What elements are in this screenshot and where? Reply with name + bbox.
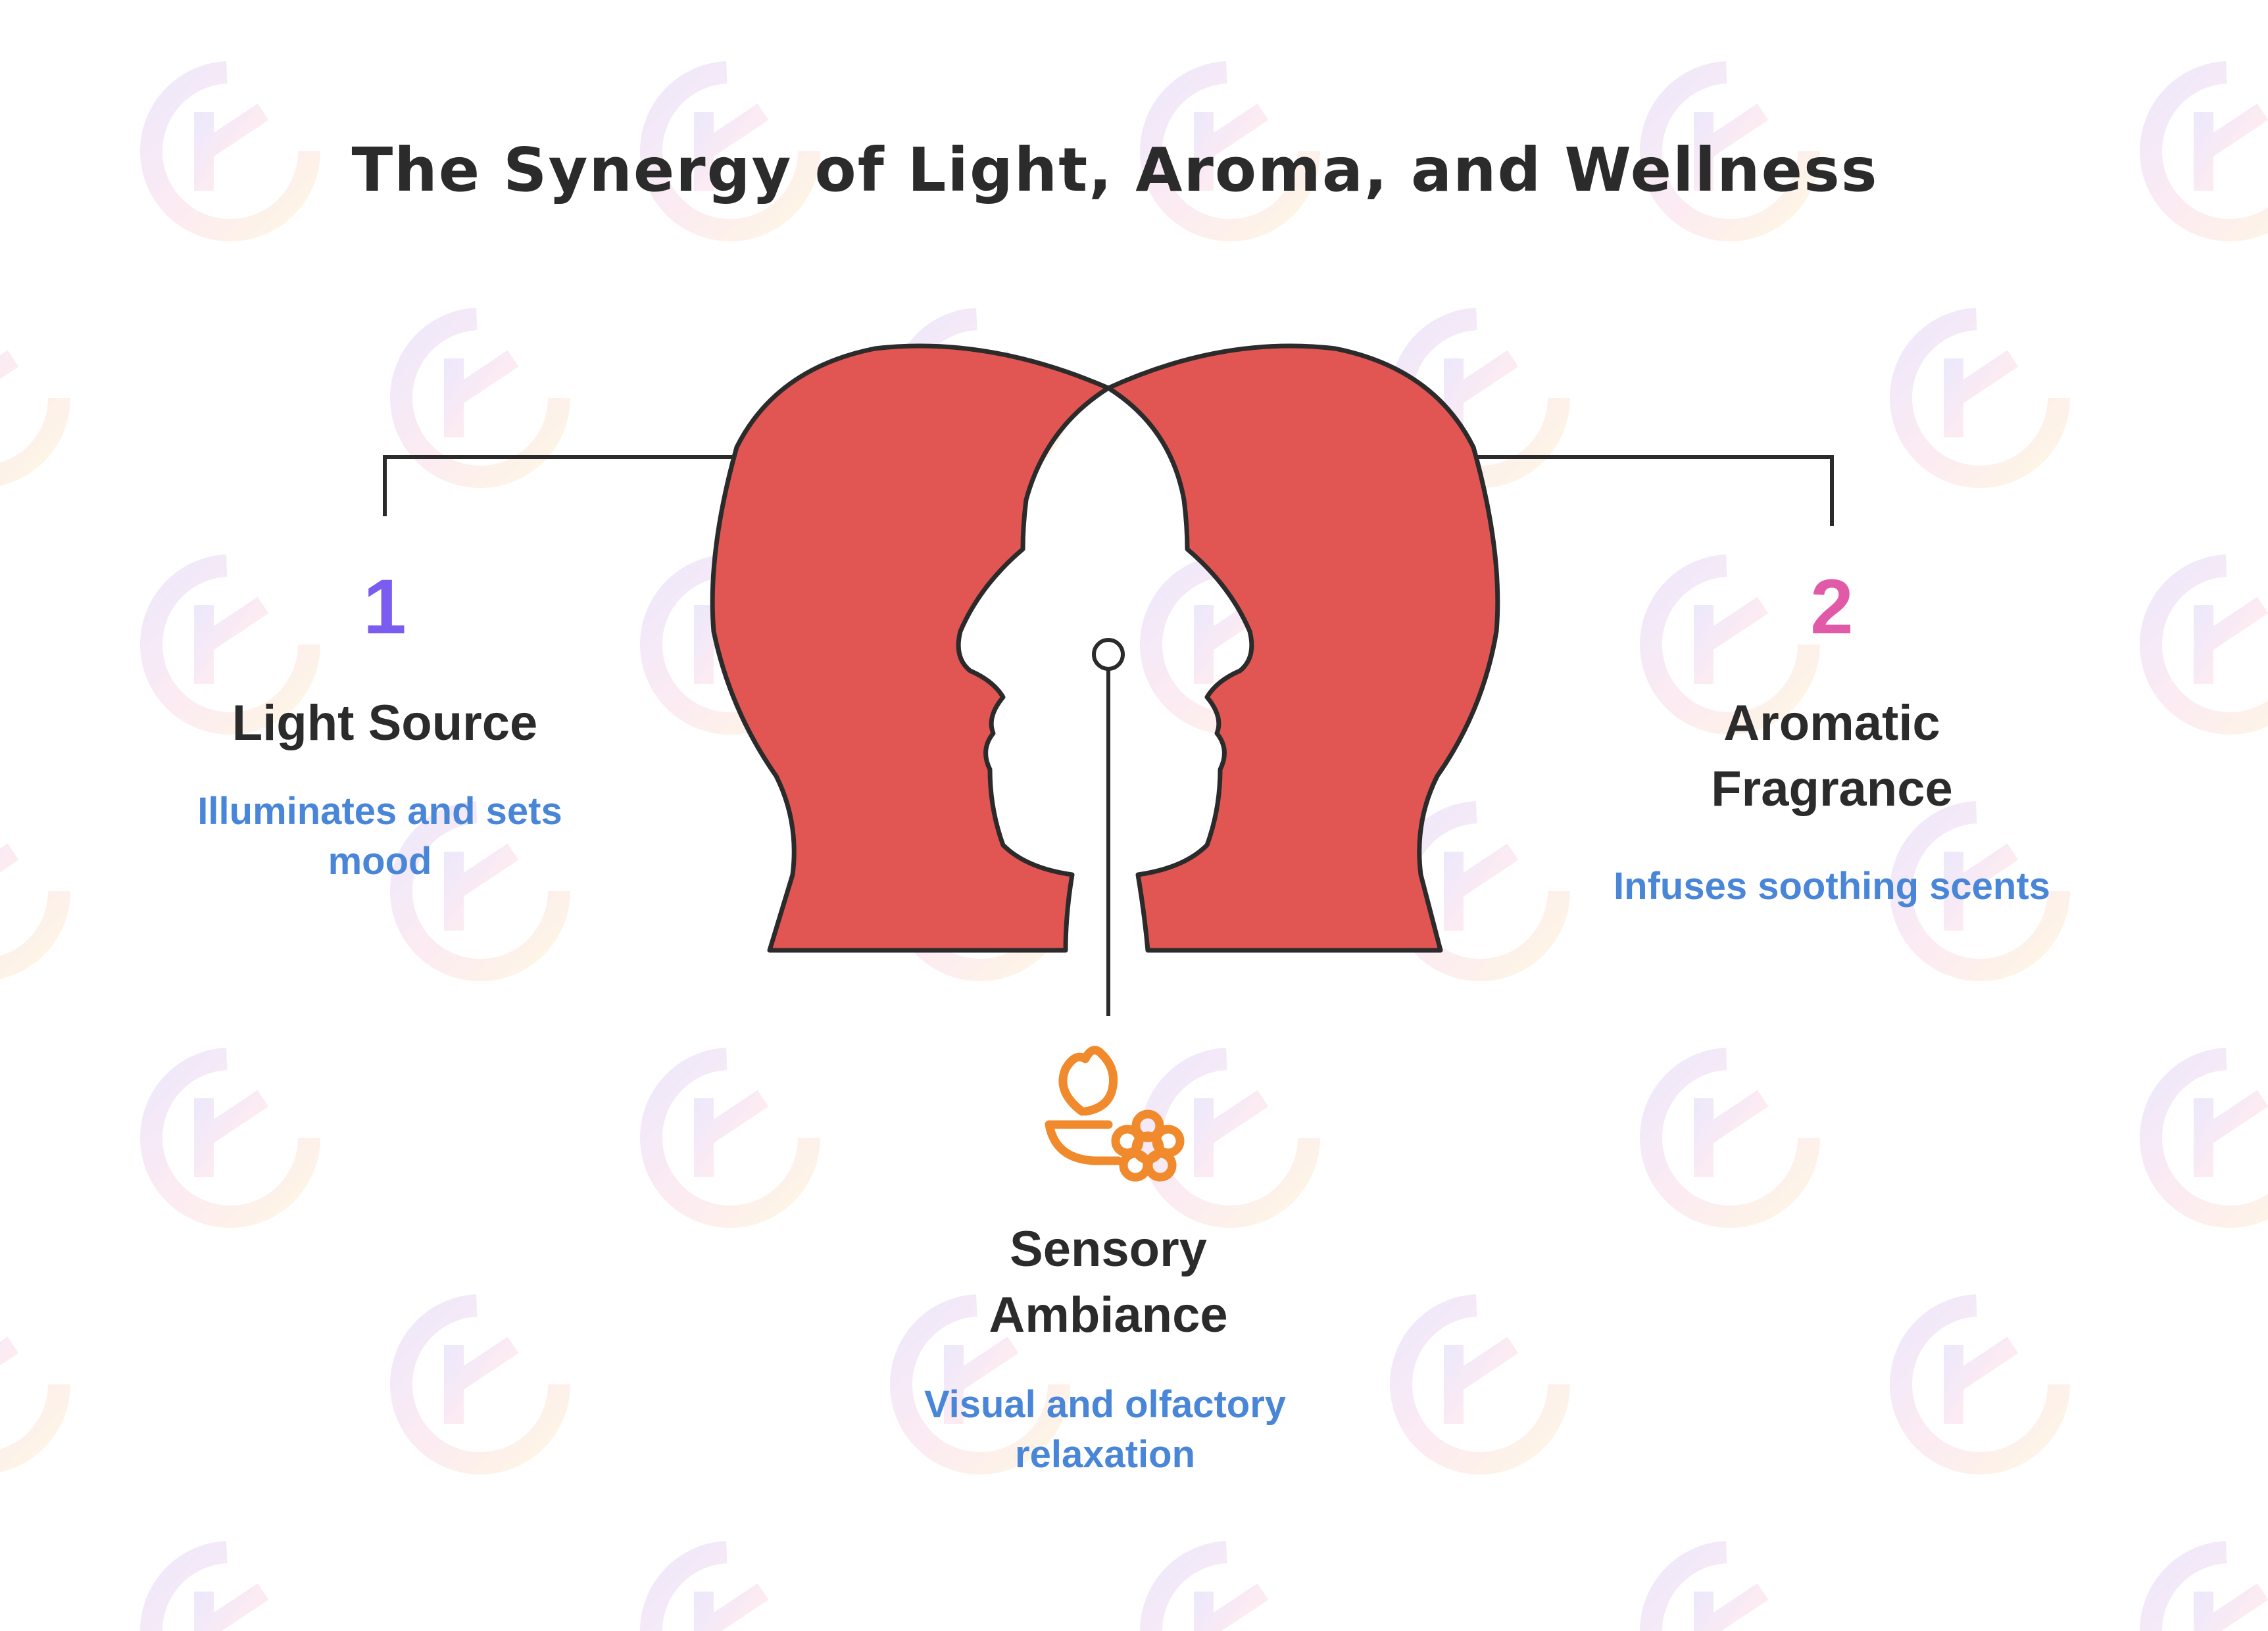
aromatic-fragrance-number: 2 (1810, 564, 1854, 650)
light-source-number: 1 (363, 564, 407, 650)
aromatic-fragrance-description: Infuses soothing scents (1614, 865, 2050, 908)
right-head-shape (1106, 343, 1500, 953)
light-source-label: Light Source (232, 695, 538, 751)
light-source-description: Illuminates and sets mood (197, 790, 562, 883)
page-title: The Synergy of Light, Aroma, and Wellnes… (351, 135, 1879, 205)
connector-aromatic-fragrance (1477, 455, 1834, 526)
aromatic-fragrance-label: Aromatic Fragrance (1711, 695, 1953, 817)
connector-light-source (383, 455, 743, 516)
connector-node (1092, 638, 1125, 671)
sensory-ambiance-label: Sensory Ambiance (989, 1221, 1228, 1343)
lamp-flame-flower-icon (1045, 1046, 1185, 1182)
sensory-ambiance-description: Visual and olfactory relaxation (924, 1383, 1287, 1476)
left-head-shape (710, 343, 1111, 953)
